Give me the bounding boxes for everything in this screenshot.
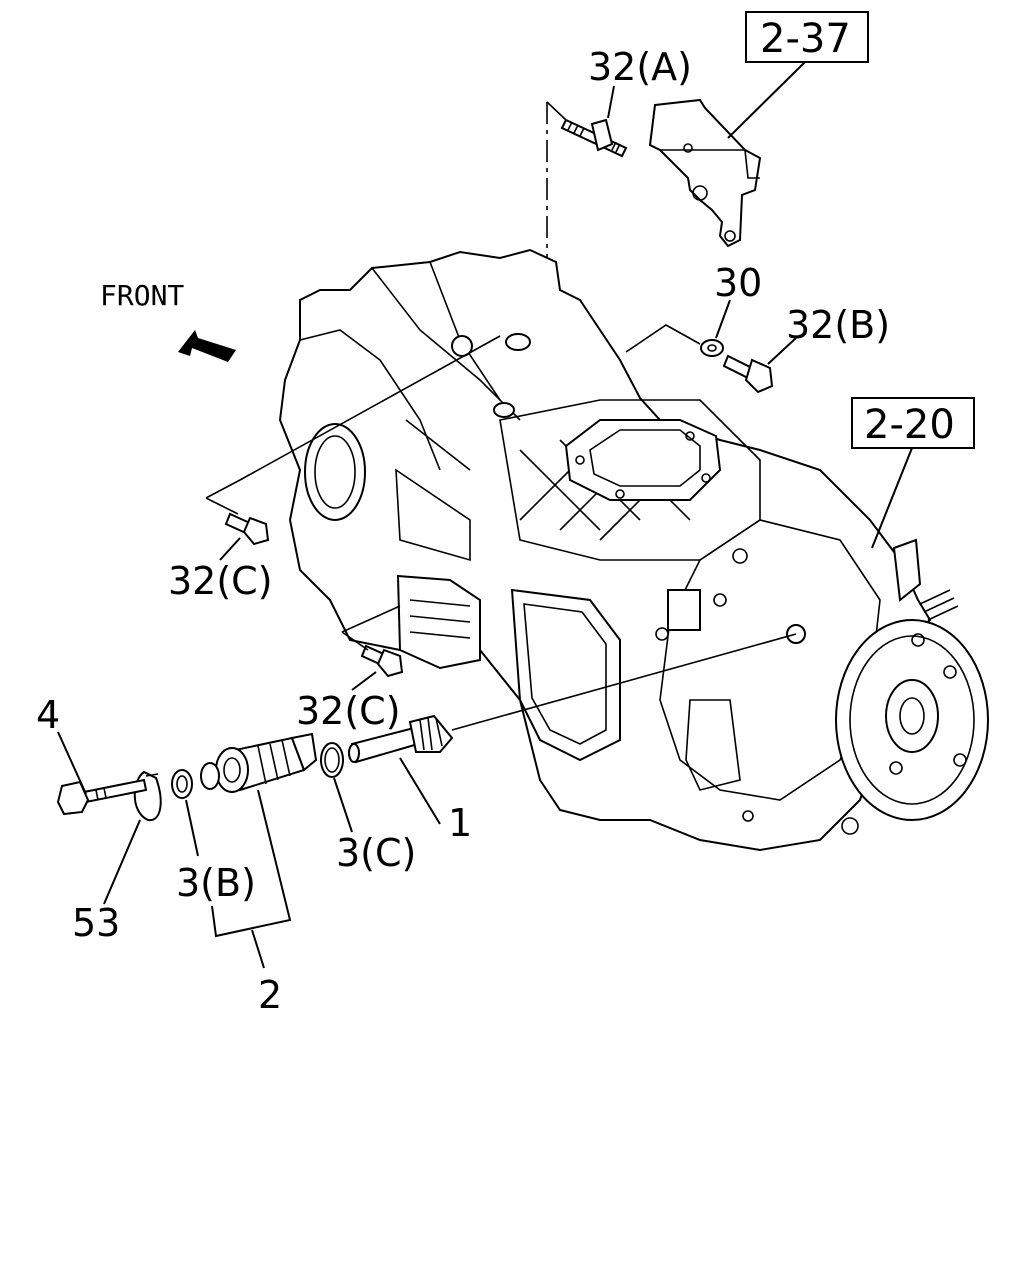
callout-3b: 3(B) <box>176 861 256 905</box>
bolt-32c-upper <box>224 512 270 546</box>
leader-4 <box>57 731 87 795</box>
leader-3b <box>185 799 199 857</box>
reference-box-2-37: 2-37 <box>745 11 869 63</box>
leader-2 <box>251 929 265 969</box>
leader-32c-lower <box>351 671 377 691</box>
callout-2: 2 <box>258 973 282 1017</box>
locator-line-1 <box>451 633 797 731</box>
reference-box-2-20: 2-20 <box>851 397 975 449</box>
leader-3c <box>333 777 353 833</box>
callout-32c-upper: 32(C) <box>168 559 273 603</box>
front-label: FRONT <box>100 279 184 312</box>
callout-4: 4 <box>36 693 60 737</box>
o-ring-3b <box>171 769 193 799</box>
transmission-housing <box>278 248 989 852</box>
bracket-part <box>648 98 762 248</box>
leader-1 <box>399 757 441 825</box>
bolt-32b <box>722 354 774 394</box>
callout-3c: 3(C) <box>336 831 416 875</box>
bolt-32c-lower <box>360 644 404 678</box>
leader-2-37 <box>727 61 806 139</box>
leader-32a <box>607 85 615 119</box>
locator-line-32c-upper <box>205 335 501 499</box>
reference-label-2-37: 2-37 <box>760 16 851 62</box>
sleeve-part-2 <box>215 732 318 793</box>
callout-32c-lower: 32(C) <box>296 689 401 733</box>
callout-32a: 32(A) <box>588 45 692 89</box>
leader-32c-upper <box>219 537 241 561</box>
front-arrow-icon <box>178 330 236 362</box>
washer-30 <box>700 339 724 357</box>
leader-53 <box>103 819 141 905</box>
shaft-part-1 <box>348 714 454 764</box>
washer-part <box>200 762 220 790</box>
callout-32b: 32(B) <box>786 303 890 347</box>
callout-53: 53 <box>72 901 120 945</box>
clip-53 <box>133 770 162 822</box>
bolt-4 <box>56 778 148 816</box>
locator-line-32b <box>625 324 701 353</box>
group-bracket-2 <box>211 789 292 938</box>
leader-2-20 <box>871 447 913 549</box>
reference-label-2-20: 2-20 <box>864 402 955 448</box>
stud-32a <box>560 118 628 158</box>
leader-32b <box>767 337 797 365</box>
o-ring-3c <box>320 742 344 778</box>
callout-30: 30 <box>714 261 762 305</box>
callout-1: 1 <box>448 801 472 845</box>
locator-line-32c-lower <box>341 605 401 651</box>
leader-30 <box>715 299 731 339</box>
